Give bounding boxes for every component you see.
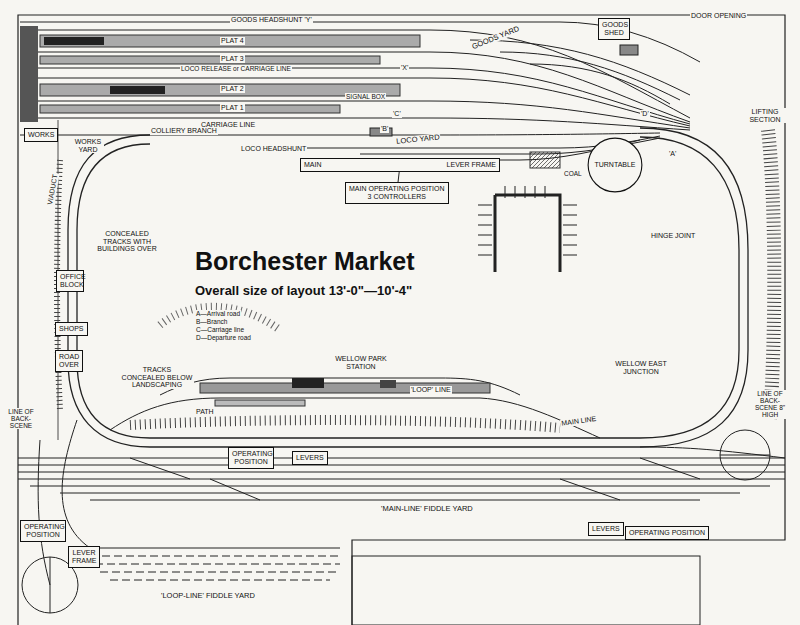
lever-box: LEVER FRAME [68, 546, 100, 568]
node-text: LEVER FRAME [447, 161, 496, 169]
node-text: MAIN [304, 161, 322, 169]
works-box: WORKS [24, 128, 58, 142]
track-label: LIFTING SECTION [744, 108, 786, 123]
track-label: 'D' [640, 110, 650, 118]
track-label: 'X' [400, 64, 409, 72]
lever-box: LEVERS [292, 451, 328, 465]
track-label: PLAT 4 [220, 37, 245, 45]
track-label: GOODS HEADSHUNT 'Y' [230, 16, 313, 24]
track-label: GOODS YARD [470, 24, 521, 51]
operating-box: OPERATING POSITION [228, 447, 274, 469]
node-text: OPERATING POSITION [24, 523, 62, 539]
building-box: OFFICE BLOCK [56, 270, 84, 292]
track-label: D—Departure road [195, 334, 252, 341]
track-label: PLAT 3 [220, 55, 245, 63]
track-label: SIGNAL BOX [345, 93, 386, 100]
track-label: PLAT 2 [220, 85, 245, 93]
control-wire [398, 172, 399, 182]
track-label: COAL [563, 170, 583, 177]
track-label: 'LOOP-LINE' FIDDLE YARD [160, 592, 256, 600]
track-label: B—Branch [195, 318, 228, 325]
track-label: TRACKS CONCEALED BELOW LANDSCAPING [120, 366, 194, 389]
node-text: OFFICE BLOCK [60, 273, 80, 289]
node-text: OPERATING POSITION [629, 529, 705, 537]
track-label: 'C' [392, 110, 402, 118]
node-text: OPERATING POSITION [232, 450, 270, 466]
track-label: PLAT 1 [220, 104, 245, 112]
road-box: ROAD OVER [55, 350, 83, 372]
track-label: COLLIERY BRANCH [150, 127, 218, 135]
track-label: CONCEALED TRACKS WITH BUILDINGS OVER [95, 230, 159, 253]
node-text: LEVERS [592, 525, 620, 533]
goods-shed: GOODS SHED [598, 18, 630, 40]
operating-box: OPERATING POSITION [20, 520, 66, 542]
track-label: LOCO YARD [395, 133, 441, 146]
track-label: 'B' [380, 125, 389, 133]
track-label: C—Carriage line [195, 326, 245, 333]
track-label: VIADUCT [46, 173, 59, 207]
control-box: MAIN OPERATING POSITION3 CONTROLLERS [345, 182, 449, 204]
track-label: 'MAIN-LINE' FIDDLE YARD [380, 505, 474, 513]
track-label: WELLOW PARK STATION [330, 355, 392, 370]
node-text: GOODS SHED [602, 21, 626, 37]
node-text: WORKS [28, 131, 54, 139]
track-label: MAIN LINE [560, 415, 598, 428]
node-text: TURNTABLE [594, 161, 635, 169]
track-label: HINGE JOINT [650, 232, 696, 240]
track-label: LOCO RELEASE or CARRIAGE LINE [180, 65, 292, 72]
operating-box: OPERATING POSITION [625, 526, 709, 540]
node-text: ROAD OVER [59, 353, 79, 369]
track-label: 'LOOP' LINE [410, 386, 452, 394]
track-label: DOOR OPENING [690, 12, 747, 20]
turntable: TURNTABLE [587, 137, 643, 193]
track-label: LOCO HEADSHUNT [240, 145, 307, 153]
track-label: LINE OF BACK-SCENE 8" HIGH [750, 390, 790, 419]
layout-title: Borchester Market [195, 248, 415, 276]
node-text: SHOPS [59, 325, 84, 333]
track-label: PATH [195, 408, 215, 416]
track-label: A—Arrival road [195, 310, 241, 317]
lever-frame: MAIN LEVER FRAME [300, 158, 500, 172]
node-text: 3 CONTROLLERS [349, 193, 445, 201]
node-text: MAIN OPERATING POSITION [349, 185, 445, 193]
lever-box: LEVERS [588, 522, 624, 536]
track-label: 'A' [668, 150, 677, 158]
layout-caption: Overall size of layout 13'-0"—10'-4" [195, 284, 412, 298]
track-label: WELLOW EAST JUNCTION [605, 360, 677, 375]
track-label: LINE OF BACK-SCENE [4, 408, 38, 429]
track-label: WORKS YARD [72, 138, 104, 153]
node-text: LEVER FRAME [72, 549, 96, 565]
building-box: SHOPS [55, 322, 88, 336]
node-text: LEVERS [296, 454, 324, 462]
